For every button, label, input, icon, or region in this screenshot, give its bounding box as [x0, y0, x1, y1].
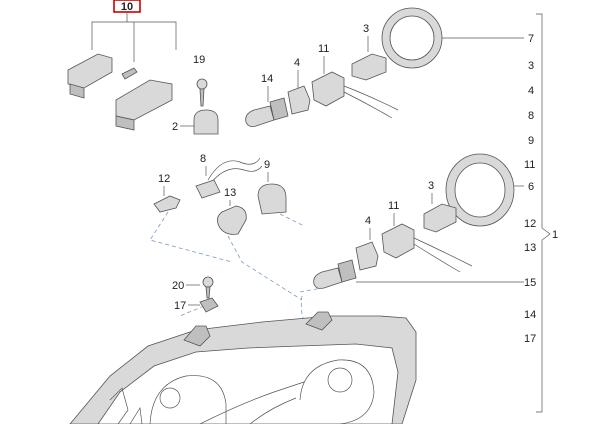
socket-9 — [257, 183, 287, 215]
callout-12: 12 — [158, 173, 170, 185]
socket-4-top — [287, 85, 311, 115]
bracket-10 — [91, 12, 177, 62]
right-callout-10: 15 — [524, 277, 536, 289]
connector-11-lower — [381, 223, 473, 273]
screw-20 — [202, 276, 214, 299]
bulb-15 — [313, 259, 357, 289]
right-callout-3: 4 — [528, 85, 534, 97]
callout-11b: 11 — [388, 200, 399, 212]
callout-9: 9 — [264, 159, 270, 171]
callout-4b: 4 — [365, 215, 371, 227]
right-callout-5: 9 — [528, 135, 534, 147]
callout-17: 17 — [174, 300, 186, 312]
assembly-dashes — [149, 211, 323, 321]
cover-ring-7 — [381, 7, 443, 69]
right-callout-7: 6 — [528, 181, 534, 193]
bracket-screw — [121, 67, 138, 80]
right-callout-1: 7 — [528, 33, 534, 45]
callout-11a: 11 — [318, 43, 329, 55]
right-callout-11: 14 — [524, 309, 536, 321]
right-callout-4: 8 — [528, 110, 534, 122]
bulb-13 — [217, 205, 247, 235]
screw-19 — [196, 78, 208, 107]
callout-13: 13 — [224, 187, 236, 199]
bulb-12 — [153, 195, 181, 213]
socket-4-lower — [355, 241, 379, 271]
headlight-housing — [69, 311, 417, 424]
callout-19: 19 — [193, 54, 205, 66]
callout-14: 14 — [261, 73, 273, 85]
right-callout-9: 13 — [524, 242, 536, 254]
callout-3a: 3 — [363, 23, 369, 35]
cover-ring-6 — [445, 153, 515, 227]
right-callout-8: 12 — [524, 218, 536, 230]
callout-10-label[interactable]: 10 — [121, 1, 133, 13]
right-group-label: 1 — [552, 229, 558, 241]
harness-8 — [195, 157, 263, 199]
cap-2 — [193, 109, 219, 135]
right-callout-2: 3 — [528, 60, 534, 72]
right-callout-12: 17 — [524, 333, 536, 345]
bracket-part-left — [67, 53, 113, 99]
callout-4a: 4 — [294, 57, 300, 69]
right-bracket — [536, 13, 551, 413]
cap-3-top — [351, 53, 387, 81]
right-callout-6: 11 — [524, 159, 535, 171]
callout-20: 20 — [172, 280, 184, 292]
bracket-part-right — [115, 79, 173, 131]
callout-8: 8 — [200, 153, 206, 165]
connector-11-top — [311, 71, 399, 119]
cap-3-lower — [423, 203, 457, 233]
nut-17 — [199, 297, 219, 313]
callout-2: 2 — [172, 121, 178, 133]
callout-3b: 3 — [428, 180, 434, 192]
bulb-14 — [245, 97, 289, 127]
